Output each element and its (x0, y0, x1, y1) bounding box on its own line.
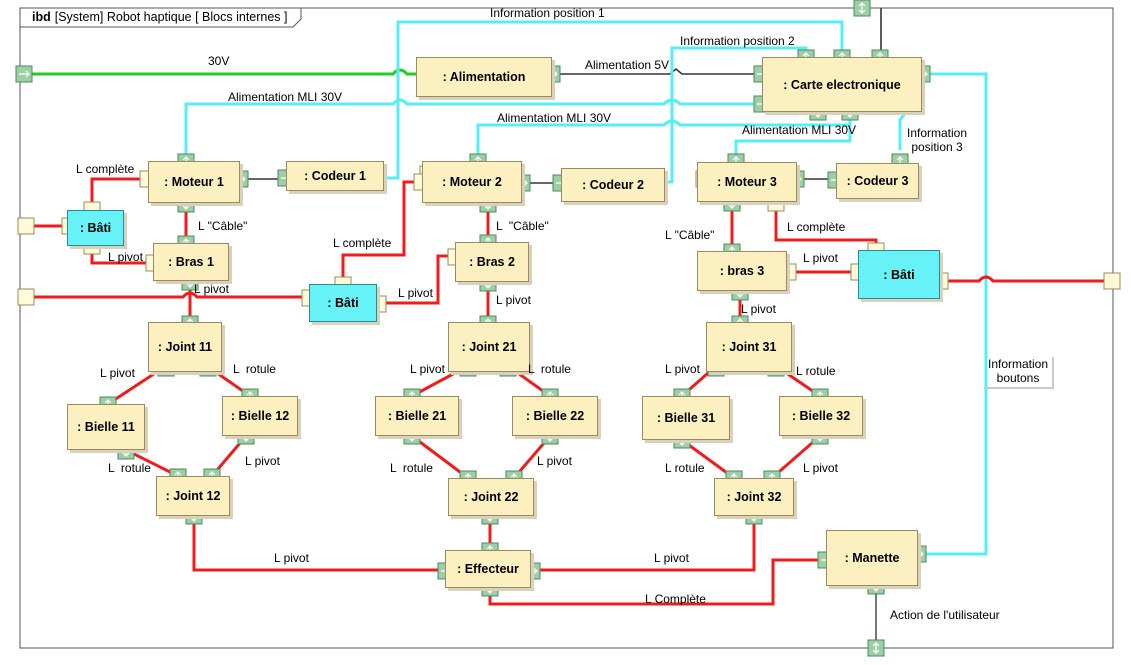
wire-mli-30v-2 (476, 112, 852, 156)
block-bati2[interactable]: : Bâti (309, 284, 377, 322)
connector-label: L complète (787, 220, 846, 234)
info-boutons-note: Information boutons (984, 357, 1054, 389)
port[interactable] (15, 65, 33, 83)
block-moteur1[interactable]: : Moteur 1 (148, 161, 240, 203)
wire-pivot-bati2-bras2 (377, 254, 455, 305)
connector-label: Alimentation MLI 30V (228, 90, 343, 104)
wire-bati2-left (24, 291, 309, 299)
wire-j32-effecteur (531, 516, 756, 572)
block-codeur2[interactable]: : Codeur 2 (561, 168, 665, 202)
block-bati1[interactable]: : Bâti (67, 210, 124, 246)
block-codeur3[interactable]: : Codeur 3 (836, 163, 919, 199)
block-bielle11[interactable]: : Bielle 11 (67, 404, 145, 450)
connector-label: L pivot (194, 282, 229, 296)
wire-mli-30v-3 (734, 112, 852, 156)
connector-label: L "Câble" (496, 219, 549, 233)
block-bielle21[interactable]: : Bielle 21 (375, 396, 459, 436)
connector-label: Alimentation MLI 30V (497, 111, 612, 125)
connector-label: L pivot (398, 286, 433, 300)
connector-label: L pivot (741, 302, 776, 316)
wire-info-position-3 (898, 111, 908, 150)
connector-label: Alimentation MLI 30V (742, 123, 857, 137)
wire-j12-effecteur (192, 516, 445, 572)
wire-complete-m1 (90, 177, 148, 210)
wire-j11-b11 (107, 364, 167, 406)
block-alim[interactable]: : Alimentation (416, 57, 552, 97)
connector-label: L pivot (274, 551, 309, 565)
wire-info-position-1 (384, 20, 844, 180)
block-joint31[interactable]: : Joint 31 (706, 322, 792, 372)
block-joint12[interactable]: : Joint 12 (156, 476, 230, 516)
port[interactable] (1103, 272, 1121, 290)
block-joint32[interactable]: : Joint 32 (714, 478, 794, 516)
port[interactable] (867, 639, 885, 657)
block-moteur2[interactable]: : Moteur 2 (422, 161, 522, 203)
frame-keyword: ibd (32, 10, 51, 24)
connector-label: L pivot (803, 251, 838, 265)
connector-label: L pivot (654, 551, 689, 565)
frame-tab-outline (20, 8, 302, 28)
block-bras1[interactable]: : Bras 1 (153, 243, 229, 281)
connector-label: L pivot (803, 461, 838, 475)
connector-label: L rotule (528, 362, 571, 376)
wire-info-boutons (922, 72, 988, 556)
connector-label: L rotule (796, 364, 836, 378)
frame-title: ibd[System] Robot haptique [ Blocs inter… (26, 7, 298, 27)
wire-effecteur-manette (488, 558, 826, 606)
block-bras3[interactable]: : bras 3 (697, 251, 787, 291)
frame-title-text: [System] Robot haptique [ Blocs internes… (54, 10, 288, 24)
connector-label: Alimentation 5V (585, 58, 670, 72)
connector-label: L rotule (665, 461, 705, 475)
block-manette[interactable]: : Manette (826, 530, 918, 586)
connector-label: L pivot (537, 454, 572, 468)
block-carte[interactable]: : Carte electronique (762, 57, 922, 112)
wire-complete-m2 (341, 180, 422, 284)
block-bati3[interactable]: : Bâti (858, 250, 940, 299)
block-effecteur[interactable]: : Effecteur (445, 550, 531, 588)
connector-label: Information position 1 (490, 6, 605, 20)
block-bielle31[interactable]: : Bielle 31 (642, 396, 730, 440)
connector-label: L complète (333, 236, 392, 250)
connector-label: L "Câble" (665, 228, 715, 242)
wire-b31-j32 (681, 438, 735, 480)
block-bielle22[interactable]: : Bielle 22 (512, 396, 598, 436)
wire-alim-5v (552, 67, 762, 75)
connector-label: L rotule (108, 461, 151, 475)
block-moteur3[interactable]: : Moteur 3 (697, 162, 797, 202)
wire-mli-30v-1 (184, 98, 762, 156)
port[interactable] (17, 288, 35, 306)
connector-label: Action de l'utilisateur (890, 608, 1000, 622)
connector-label: Information position 3 (907, 126, 968, 154)
wire-b21-j22 (411, 434, 469, 480)
connector-label: L pivot (496, 293, 531, 307)
connector-label: L "Câble" (198, 219, 248, 233)
port[interactable] (853, 0, 871, 17)
connector-label: L complète (76, 162, 135, 176)
block-bielle32[interactable]: : Bielle 32 (779, 396, 863, 436)
block-joint11[interactable]: : Joint 11 (148, 322, 222, 372)
connector-label: L rotule (390, 461, 433, 475)
connector-label: Information position 2 (680, 34, 795, 48)
connector-label: L pivot (108, 250, 143, 264)
block-codeur1[interactable]: : Codeur 1 (286, 161, 384, 191)
connector-label: 30V (208, 54, 230, 68)
port[interactable] (17, 217, 35, 235)
block-bielle12[interactable]: : Bielle 12 (222, 396, 298, 436)
block-joint22[interactable]: : Joint 22 (448, 478, 534, 516)
block-bras2[interactable]: : Bras 2 (455, 242, 529, 282)
wire-bati3-right (940, 275, 1112, 283)
diagram-frame (19, 7, 1114, 649)
wire-30v (24, 68, 416, 76)
connector-label: L pivot (665, 362, 700, 376)
connector-label: L pivot (100, 366, 135, 380)
wire-b11-j12 (125, 448, 179, 478)
block-joint21[interactable]: : Joint 21 (448, 322, 530, 372)
connector-label: L pivot (410, 362, 445, 376)
connector-label: L Complète (645, 592, 706, 606)
connector-label: L rotule (233, 362, 276, 376)
connector-label: L pivot (245, 454, 280, 468)
